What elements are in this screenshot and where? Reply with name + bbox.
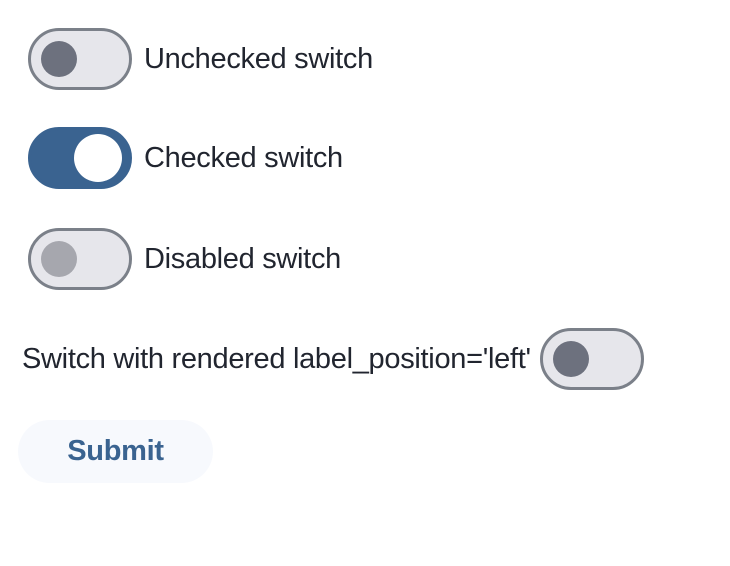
switch-label: Disabled switch — [144, 242, 341, 275]
switch-row-unchecked: Unchecked switch — [28, 28, 373, 90]
switch-label: Unchecked switch — [144, 42, 373, 75]
checked-switch[interactable] — [28, 127, 132, 189]
switch-label: Switch with rendered label_position='lef… — [22, 342, 531, 375]
switch-thumb — [74, 134, 122, 182]
switch-label: Checked switch — [144, 141, 343, 174]
label-left-switch[interactable] — [539, 328, 644, 390]
switch-thumb — [552, 341, 589, 377]
switch-thumb — [41, 41, 77, 77]
disabled-switch — [28, 228, 132, 290]
switch-row-checked: Checked switch — [28, 127, 343, 189]
unchecked-switch[interactable] — [28, 28, 132, 90]
switch-row-label-left: Switch with rendered label_position='lef… — [22, 328, 644, 390]
submit-button[interactable]: Submit — [18, 420, 213, 483]
switch-row-disabled: Disabled switch — [28, 228, 341, 290]
switch-thumb — [41, 241, 77, 277]
